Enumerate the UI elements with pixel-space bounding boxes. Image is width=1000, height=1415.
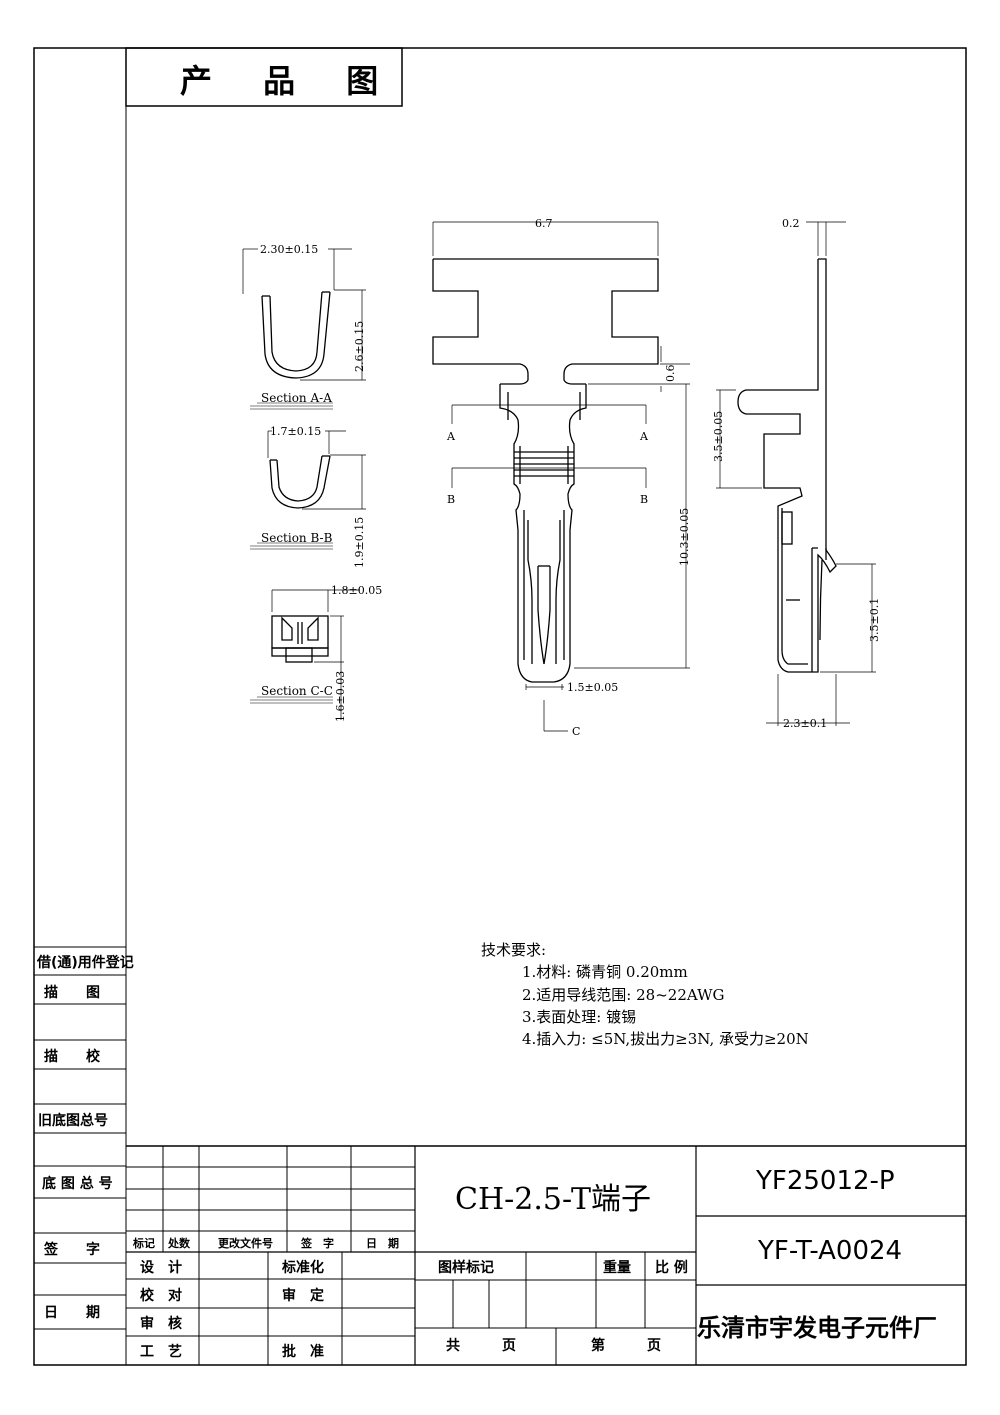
- side-depth-dim: 2.3±0.1: [783, 717, 827, 730]
- side-view-outline: [737, 258, 837, 673]
- drawing-number: YF-T-A0024: [758, 1236, 903, 1266]
- section-aa-profile: [261, 291, 331, 379]
- side-upper-dim: 3.5±0.05: [712, 411, 725, 462]
- weight-label: 重量: [603, 1260, 631, 1276]
- section-bb-profile: [269, 455, 331, 509]
- role-review: 审 核: [140, 1316, 182, 1332]
- role-approval-review: 审 定: [282, 1288, 324, 1304]
- tech-item-material: 1.材料: 磷青铜 0.20mm: [522, 963, 688, 981]
- marker-b-left: B: [447, 493, 455, 506]
- side-label-tracing: 描 图: [44, 985, 100, 1001]
- section-cc-label: Section C-C: [261, 684, 333, 698]
- section-cc-profile: [271, 615, 329, 663]
- total-pages: 共 页: [446, 1338, 516, 1354]
- marker-b-right: B: [640, 493, 648, 506]
- section-bb-label: Section B-B: [261, 531, 333, 545]
- marker-c: C: [572, 725, 580, 738]
- front-view-outline: [432, 258, 659, 683]
- tech-item-surface: 3.表面处理: 镀锡: [522, 1008, 637, 1026]
- side-lower-dim: 3.5±0.1: [868, 598, 881, 642]
- section-aa-label: Section A-A: [261, 391, 332, 405]
- sheet-title: 产 品 图: [180, 62, 399, 100]
- front-neck-dim: 0.6: [664, 365, 677, 383]
- role-authorize: 批 准: [282, 1344, 324, 1360]
- page-number: 第 页: [591, 1338, 661, 1354]
- front-tip-width-dim: 1.5±0.05: [567, 681, 618, 694]
- side-label-trace-check: 描 校: [44, 1049, 100, 1065]
- tech-heading: 技术要求:: [481, 941, 547, 959]
- product-name: CH-2.5-T端子: [455, 1182, 652, 1217]
- section-cc-height-dim: 1.6±0.03: [334, 671, 347, 722]
- role-design: 设 计: [140, 1260, 182, 1276]
- section-bb-width-dim: 1.7±0.15: [270, 425, 321, 438]
- front-top-width-dim: 6.7: [535, 217, 553, 230]
- tech-item-wire-range: 2.适用导线范围: 28~22AWG: [522, 986, 725, 1004]
- side-label-old-base-number: 旧底图总号: [38, 1113, 108, 1129]
- marking-label: 图样标记: [438, 1260, 494, 1276]
- role-process: 工 艺: [140, 1344, 182, 1360]
- rev-header-date: 日 期: [366, 1237, 399, 1250]
- section-aa-width-dim: 2.30±0.15: [260, 243, 318, 256]
- scale-label: 比 例: [655, 1260, 688, 1276]
- part-number: YF25012-P: [756, 1166, 895, 1196]
- rev-header-signature: 签 字: [301, 1237, 334, 1250]
- side-label-registration: 借(通)用件登记: [37, 955, 134, 971]
- side-label-signature: 签 字: [44, 1242, 100, 1258]
- rev-header-change-doc: 更改文件号: [218, 1237, 273, 1250]
- side-label-base-number: 底 图 总 号: [42, 1176, 113, 1192]
- role-standardization: 标准化: [282, 1260, 324, 1276]
- side-label-date: 日 期: [44, 1305, 100, 1321]
- rev-header-count: 处数: [168, 1237, 190, 1250]
- side-thickness-dim: 0.2: [782, 217, 800, 230]
- tech-item-forces: 4.插入力: ≤5N,拔出力≥3N, 承受力≥20N: [522, 1030, 809, 1048]
- marker-a-left: A: [446, 430, 456, 443]
- front-total-length-dim: 10.3±0.05: [678, 508, 691, 566]
- section-cc-width-dim: 1.8±0.05: [331, 584, 382, 597]
- section-bb-height-dim: 1.9±0.15: [353, 517, 366, 568]
- role-proofread: 校 对: [140, 1288, 182, 1304]
- rev-header-mark: 标记: [133, 1237, 155, 1250]
- section-aa-height-dim: 2.6±0.15: [353, 321, 366, 372]
- company-name: 乐清市宇发电子元件厂: [697, 1314, 937, 1342]
- marker-a-right: A: [639, 430, 649, 443]
